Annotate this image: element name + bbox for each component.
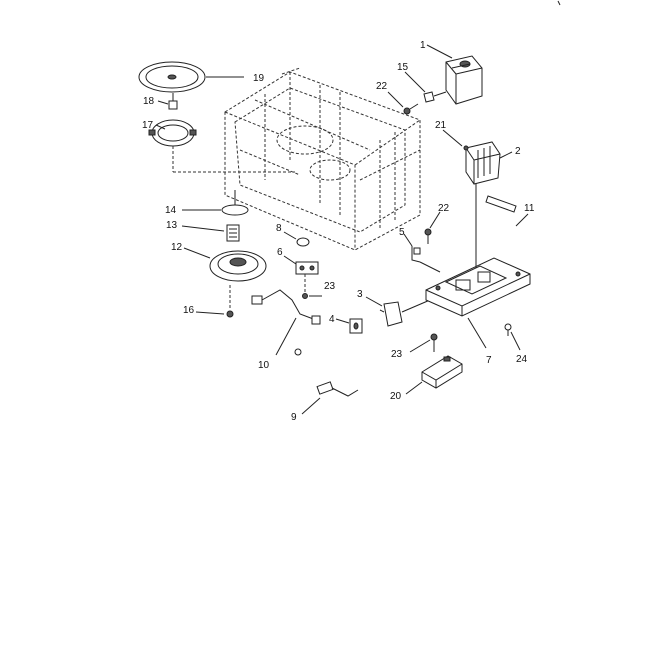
transformer: [463, 141, 501, 185]
callout-1: 1: [420, 40, 426, 51]
callout-19: 19: [253, 73, 265, 84]
callout-labels: 1 2 3 4 5 6 7 8 9 10 11 12 13 14 15 16 1…: [142, 40, 535, 423]
callout-22-mid: 22: [438, 203, 450, 214]
callout-14: 14: [165, 205, 177, 216]
roller-support: [148, 119, 197, 147]
corner-mark: [557, 0, 561, 6]
cabinet-frame: [224, 67, 421, 251]
screw: [430, 333, 438, 352]
switch-bracket: [295, 261, 319, 299]
callout-12: 12: [171, 242, 183, 253]
coupler: [168, 93, 178, 110]
screw: [403, 103, 419, 115]
glass-tray: [138, 61, 206, 93]
callout-10: 10: [258, 360, 270, 371]
shaft-cover: [221, 190, 249, 216]
magnetron: [445, 55, 483, 105]
drive-plate: [209, 250, 267, 282]
callout-5: 5: [399, 227, 405, 238]
callout-18: 18: [143, 96, 155, 107]
callout-21: 21: [435, 120, 447, 131]
callout-4: 4: [329, 314, 335, 325]
callout-23-upper: 23: [324, 281, 336, 292]
callout-15: 15: [397, 62, 409, 73]
callout-16: 16: [183, 305, 195, 316]
thermal-cutout: [296, 237, 310, 247]
callout-24: 24: [516, 354, 528, 365]
callout-9: 9: [291, 412, 297, 423]
callout-3: 3: [357, 289, 363, 300]
capacitor-rod: [475, 184, 517, 260]
callout-6: 6: [277, 247, 283, 258]
diode-bracket: [411, 246, 441, 273]
callout-20: 20: [390, 391, 402, 402]
capacitor: [421, 355, 463, 389]
screw: [424, 228, 432, 244]
screw: [226, 285, 234, 318]
screw: [504, 323, 512, 336]
callout-13: 13: [166, 220, 178, 231]
turntable-motor: [226, 224, 240, 242]
lamp-socket: [294, 348, 359, 397]
callout-8: 8: [276, 223, 282, 234]
callout-2: 2: [515, 146, 521, 157]
base-plate: [425, 257, 531, 317]
wire-harness: [251, 289, 321, 325]
callout-7: 7: [486, 355, 492, 366]
thermostat: [349, 318, 363, 334]
callout-22-top: 22: [376, 81, 388, 92]
callout-11: 11: [524, 203, 535, 214]
callout-23-lower: 23: [391, 349, 403, 360]
callout-17: 17: [142, 120, 154, 131]
thermal-switch: [423, 91, 447, 103]
switch: [379, 301, 403, 327]
